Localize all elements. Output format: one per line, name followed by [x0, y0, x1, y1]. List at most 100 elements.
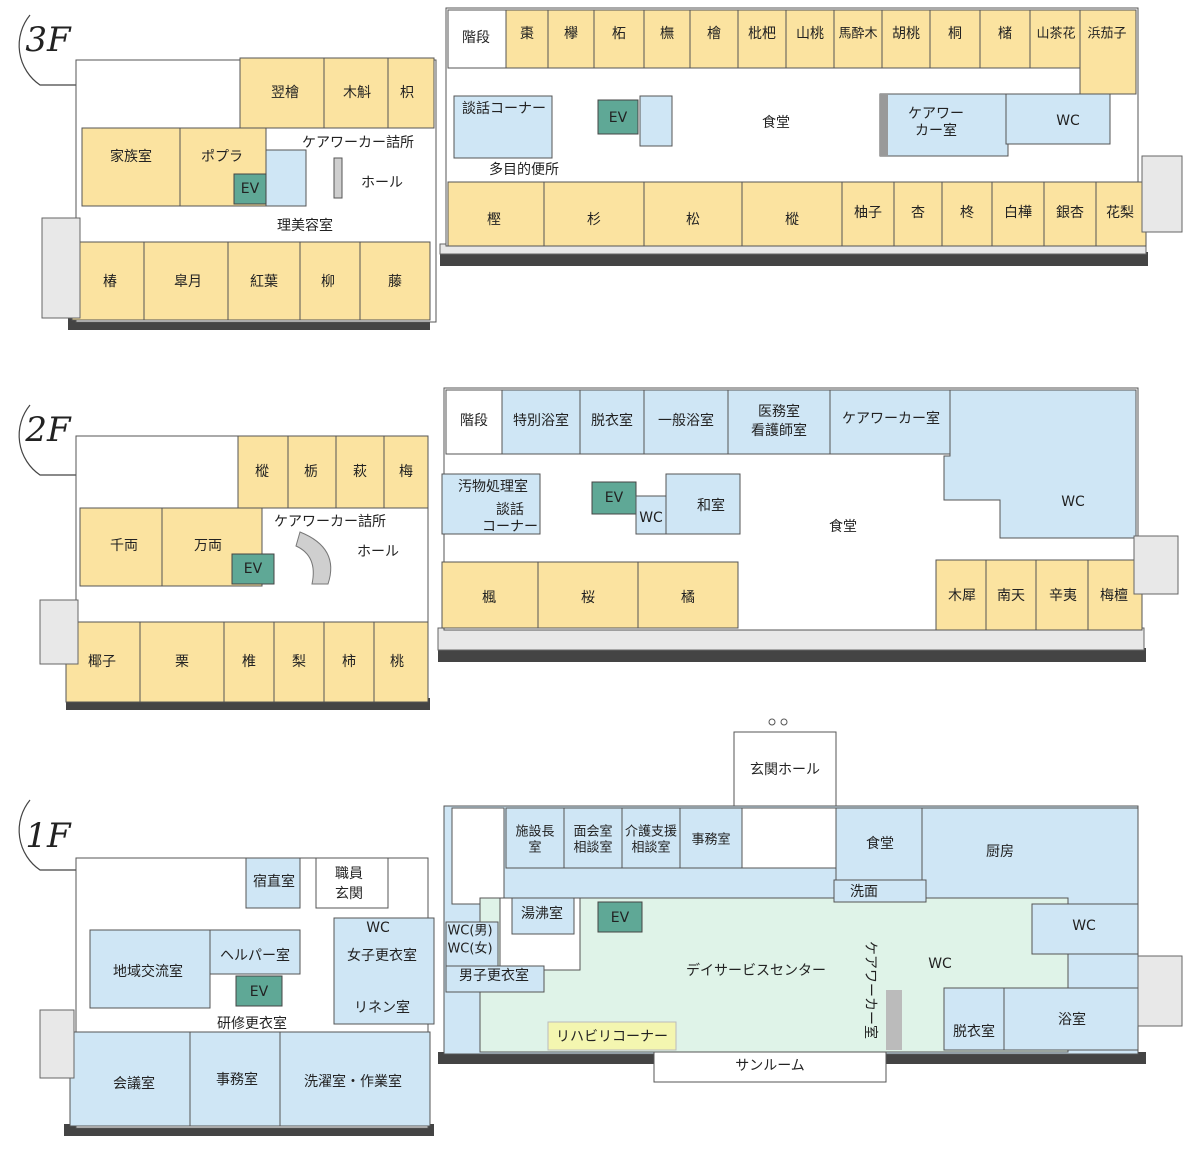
room-obutsu — [441, 473, 541, 535]
ev-west — [235, 975, 283, 1007]
room-label: 槠 — [998, 26, 1012, 42]
wing-shadow — [440, 252, 1148, 266]
room-label: 会議室 — [113, 1075, 155, 1092]
room-careworker — [879, 93, 1009, 157]
room-label: 棗 — [520, 26, 534, 42]
room-label: 栃 — [304, 464, 318, 480]
room-wc — [1005, 93, 1111, 145]
room-label: 胡桃 — [892, 26, 920, 42]
room-danwa — [453, 95, 553, 159]
floor-1f: 1F 玄関ホール 施設長 室 面 — [18, 718, 1183, 1136]
room-label: WC — [928, 956, 952, 972]
room-label: 階段 — [462, 30, 490, 46]
floor-label-arc — [18, 799, 92, 871]
room-label: 皐月 — [174, 273, 202, 290]
ev-main — [597, 99, 639, 135]
room-label: 樅 — [785, 212, 799, 228]
room-genkan — [733, 731, 837, 809]
wall — [295, 531, 332, 585]
room-label: 事務室 — [691, 832, 730, 848]
room-label: 杉 — [587, 212, 601, 228]
room-label: 桐 — [948, 26, 962, 42]
ev-label: EV — [609, 110, 628, 126]
room-label: 紅葉 — [250, 274, 278, 290]
wing-shadow — [438, 648, 1146, 662]
room-label: 面会室 — [573, 824, 612, 840]
room-wc — [943, 389, 1137, 539]
stairs — [1137, 955, 1183, 1027]
room-label: 木斛 — [343, 85, 371, 101]
floor-3f: 3F — [18, 7, 1183, 330]
room-label: 南天 — [997, 588, 1025, 604]
room-label: 女子更衣室 — [347, 947, 417, 964]
room-label: サンルーム — [735, 1058, 805, 1074]
room-label: 辛夷 — [1049, 588, 1077, 604]
room-label: 橘 — [681, 590, 695, 606]
floor-label-arc — [18, 404, 92, 476]
room-label: 翌檜 — [271, 84, 299, 101]
room-label: 階段 — [460, 413, 488, 429]
ev-label: EV — [611, 910, 630, 926]
room-label: 汚物処理室 — [458, 478, 528, 495]
room-label: 多目的便所 — [489, 161, 559, 178]
room-label: 白樺 — [1004, 204, 1032, 221]
room-label: ケアワーカー室 — [862, 941, 879, 1039]
room-label: 柿 — [342, 653, 356, 670]
stair-hall — [451, 807, 505, 905]
floor-label: 1F — [25, 816, 72, 856]
room-label: コーナー — [482, 519, 538, 535]
rehab-corner — [547, 1021, 677, 1051]
room-label: リネン室 — [354, 999, 410, 1016]
room-label: 欅 — [564, 26, 578, 42]
room-label: WC — [639, 510, 663, 526]
room-label: 樫 — [487, 212, 501, 228]
room-label: 玄関ホール — [750, 761, 820, 778]
room-label: 梅 — [399, 464, 413, 480]
room-label: 理美容室 — [277, 217, 333, 234]
room-small — [639, 95, 673, 147]
room-label: 洗面 — [850, 884, 878, 900]
room-label: 食堂 — [829, 518, 857, 535]
room-label: 食堂 — [762, 114, 790, 131]
stairs — [39, 1009, 75, 1079]
room-label: 樅 — [255, 464, 269, 480]
room-label: WC — [1056, 113, 1080, 129]
room-label: 相談室 — [573, 840, 612, 856]
ev-west — [231, 553, 275, 585]
room-label: ケアワーカー詰所 — [302, 135, 414, 151]
room-label: 脱衣室 — [591, 412, 633, 429]
room-label: 研修更衣室 — [217, 1015, 287, 1032]
wall — [886, 990, 902, 1050]
stairs — [41, 217, 81, 319]
room-label: 枳 — [400, 85, 414, 101]
south-rooms — [447, 181, 1147, 247]
room-label: 特別浴室 — [513, 412, 569, 429]
room-label: 家族室 — [110, 148, 152, 165]
room-label: 檜 — [707, 25, 721, 42]
floor-label: 3F — [25, 20, 72, 60]
ev-label: EV — [250, 984, 269, 1000]
room-label: 銀杏 — [1056, 205, 1084, 221]
room-label: 花梨 — [1106, 205, 1134, 221]
room-label: WC(男) — [447, 924, 492, 939]
room-label: WC — [1061, 494, 1085, 510]
room-yuwakashi — [511, 897, 575, 935]
room-label: 医務室 — [758, 403, 800, 420]
room-label: 玄関 — [335, 885, 363, 902]
room-label: ケアワーカー室 — [842, 410, 940, 427]
floor-label-arc — [18, 14, 92, 86]
room-label: カー室 — [915, 122, 957, 139]
room-label: 梅檀 — [1100, 587, 1128, 604]
room-washitsu — [665, 473, 741, 535]
room-label: 柳 — [321, 273, 335, 290]
room-label: 萩 — [353, 464, 367, 480]
room-label: 梨 — [292, 654, 306, 670]
room-label: 男子更衣室 — [459, 967, 529, 984]
room-label: WC(女) — [447, 941, 492, 957]
ev-main — [591, 481, 637, 515]
room-label: 枇杷 — [748, 26, 776, 42]
room-label: 介護支援 — [625, 824, 677, 840]
room-label: 浴室 — [1058, 1011, 1086, 1028]
room-label: 洗濯室・作業室 — [304, 1073, 402, 1090]
